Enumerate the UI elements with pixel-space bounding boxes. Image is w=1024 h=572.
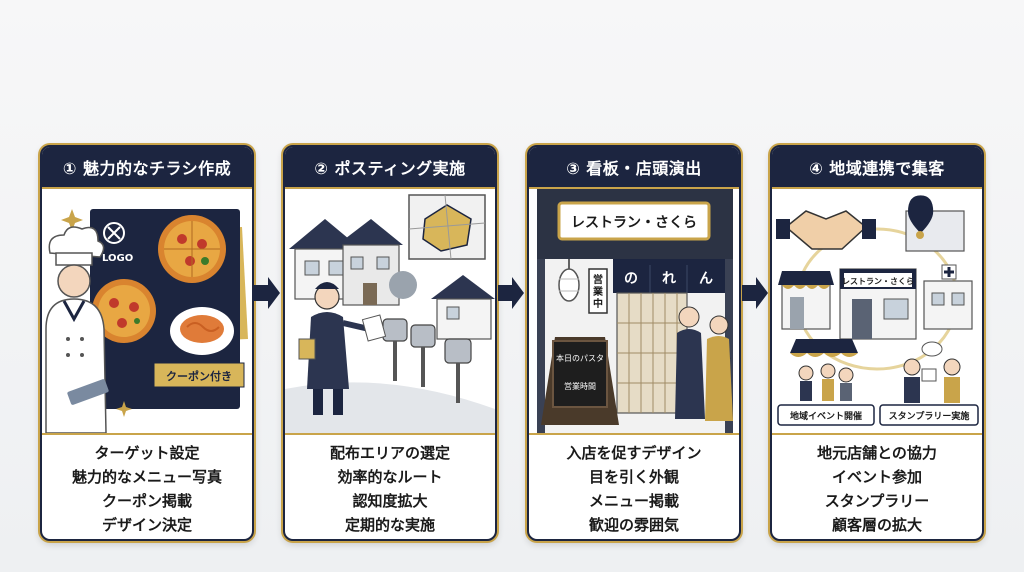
house-icon: [337, 219, 403, 306]
arrow-right-icon: [254, 277, 280, 309]
menu-standboard: 本日のパスタ 営業時間: [541, 337, 619, 425]
storefront-illustration: レストラン・さくら 営 業 中 の れ ん: [537, 189, 733, 433]
event-label-text: 地域イベント開催: [790, 410, 862, 422]
step-card-4: ④ 地域連携で集客 レストラン・さくら: [770, 145, 984, 541]
arrow-right-icon: [498, 277, 524, 309]
signboard: [557, 201, 711, 241]
step-3-line: 歓迎の雰囲気: [588, 516, 679, 534]
step-1-lines: ターゲット設定 魅力的なメニュー写真 クーポン掲載 デザイン決定: [42, 441, 252, 537]
step-4-title: ④ 地域連携で集客: [772, 147, 982, 189]
step-4-line: 顧客層の拡大: [831, 516, 922, 534]
step-2-line: 認知度拡大: [352, 492, 428, 510]
person-icon: [705, 315, 733, 421]
event-tent-icon: [790, 339, 858, 401]
coupon-badge: [153, 362, 245, 388]
pizza-icon: [92, 279, 156, 343]
step-card-2: ② ポスティング実施: [283, 145, 497, 541]
stamp-rally-people: [903, 341, 961, 403]
posting-illustration: [285, 194, 495, 433]
flyer-illustration: LOGO クーポン付き: [45, 209, 248, 433]
noren-char: ん: [699, 271, 713, 287]
step-2-title: ② ポスティング実施: [285, 147, 495, 189]
mailbox-icon: [382, 318, 408, 381]
pasta-icon: [170, 307, 234, 355]
step-3-lines: 入店を促すデザイン 目を引く外観 メニュー掲載 歓迎の雰囲気: [529, 441, 739, 537]
standboard-text: 本日のパスタ: [556, 353, 604, 363]
arrow-right-icon: [742, 277, 768, 309]
open-sign-char: 業: [592, 285, 604, 298]
shop-sign-text: レストラン・さくら: [842, 277, 914, 286]
person-icon: [298, 282, 387, 415]
step-3-line: 目を引く外観: [588, 468, 679, 486]
mailbox-icon: [444, 338, 472, 403]
pizza-icon: [158, 215, 226, 283]
step-3-title: ③ 看板・店頭演出: [529, 147, 739, 189]
map-icon: [408, 194, 486, 260]
stamp-label-text: スタンプラリー実施: [889, 410, 970, 422]
sparkle-icon: [61, 209, 83, 231]
step-card-1: ① 魅力的なチラシ作成 LOGO: [40, 145, 254, 541]
mailbox-icon: [410, 324, 436, 387]
step-4-line: スタンプラリー: [824, 492, 930, 510]
noren-curtain: の れ ん: [613, 259, 725, 293]
noren-char: の: [624, 271, 638, 287]
step-2-line: 定期的な実施: [344, 516, 435, 534]
sparkle-icon: [116, 401, 132, 417]
standboard-text: 営業時間: [564, 381, 596, 391]
map-pin-icon: [905, 195, 965, 252]
flyer-logo-text: LOGO: [102, 253, 133, 264]
step-2-line: 効率的なルート: [337, 468, 443, 486]
shop-icon: [778, 271, 834, 330]
step-3-line: 入店を促すデザイン: [566, 444, 702, 462]
open-sign: [588, 268, 608, 314]
logo-icon: [103, 222, 125, 244]
step-1-line: クーポン掲載: [101, 492, 192, 510]
step-4-line: 地元店舗との協力: [817, 444, 937, 462]
step-1-line: ターゲット設定: [94, 444, 200, 462]
coupon-text: クーポン付き: [166, 369, 232, 383]
restaurant-shop: レストラン・さくら: [839, 268, 917, 340]
clinic-icon: [923, 264, 973, 330]
event-label: [777, 404, 875, 426]
step-3-line: メニュー掲載: [588, 492, 679, 510]
step-1-title: ① 魅力的なチラシ作成: [42, 147, 252, 189]
stamp-label: [879, 404, 979, 426]
step-4-lines: 地元店舗との協力 イベント参加 スタンプラリー 顧客層の拡大: [772, 441, 982, 537]
open-sign-char: 中: [593, 297, 603, 310]
step-1-line: 魅力的なメニュー写真: [71, 468, 222, 486]
step-2-line: 配布エリアの選定: [329, 444, 450, 462]
step-card-3: ③ 看板・店頭演出 レストラン・さくら 営 業 中 の れ ん: [527, 145, 741, 541]
tree-icon: [389, 271, 417, 299]
noren-char: れ: [662, 271, 676, 287]
step-1-line: デザイン決定: [101, 516, 192, 534]
step-4-line: イベント参加: [831, 468, 922, 486]
open-sign-char: 営: [593, 273, 603, 286]
step-2-lines: 配布エリアの選定 効率的なルート 認知度拡大 定期的な実施: [285, 441, 495, 537]
handshake-icon: [776, 210, 876, 250]
chef-icon: [45, 226, 109, 433]
house-icon: [431, 275, 495, 340]
person-icon: [675, 306, 705, 419]
signboard-text: レストラン・さくら: [571, 215, 697, 231]
community-illustration: レストラン・さくら: [776, 195, 979, 426]
lantern-icon: [558, 259, 580, 302]
